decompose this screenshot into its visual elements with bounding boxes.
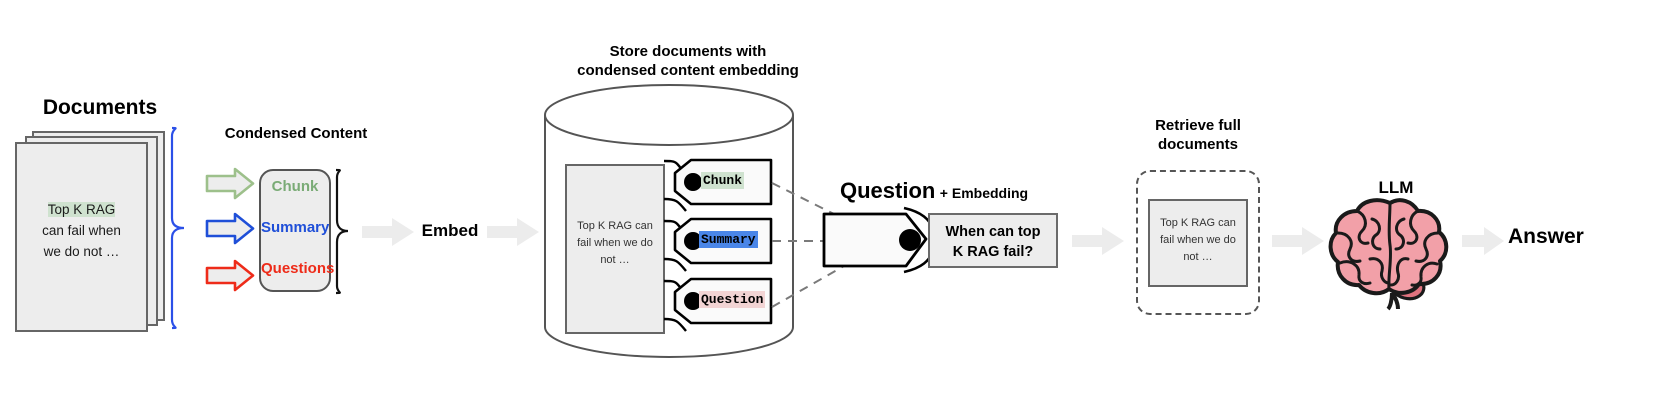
db-tag-summary-text: Summary xyxy=(699,231,758,248)
db-tag-question-text: Question xyxy=(699,291,766,308)
condensed-item-chunk: Chunk xyxy=(271,178,319,195)
question-heading-bold: Question xyxy=(840,178,936,203)
document-highlight: Top K RAG xyxy=(47,202,116,217)
question-heading-rest: + Embedding xyxy=(939,185,1029,201)
condensed-content-title: Condensed Content xyxy=(224,125,368,142)
chunk-arrow xyxy=(205,167,255,200)
question-box: When can top K RAG fail? xyxy=(928,213,1058,268)
db-tag-summary-label: Summary xyxy=(699,231,758,248)
question-embedding-heading: Question + Embedding xyxy=(840,178,1050,204)
arrow-to-answer xyxy=(1462,227,1504,255)
retrieve-dashed-container xyxy=(1136,170,1260,315)
condensed-item-questions: Questions xyxy=(261,260,335,277)
retrieve-title-line-1: Retrieve full xyxy=(1155,117,1241,134)
question-box-line-2: K RAG fail? xyxy=(952,244,1034,260)
retrieved-document-line-1: Top K RAG can xyxy=(1160,217,1236,229)
questions-arrow xyxy=(205,259,255,292)
documents-brace xyxy=(170,126,185,330)
retrieved-document-line-2: fail when we do xyxy=(1160,234,1236,246)
embed-label: Embed xyxy=(421,221,479,240)
document-line-2: can fail when xyxy=(42,223,121,238)
question-embedding-tag xyxy=(822,212,928,268)
retrieve-documents-title: Retrieve full documents xyxy=(1118,116,1278,154)
store-title-line-1: Store documents with xyxy=(609,43,767,60)
arrow-to-embed xyxy=(362,218,414,246)
document-highlight-line: Top K RAG xyxy=(17,199,146,220)
db-document-line-2: fail when we do xyxy=(577,237,653,249)
db-tag-chunk-text: Chunk xyxy=(701,172,745,189)
db-tag-chunk-label: Chunk xyxy=(701,172,745,189)
question-box-line-1: When can top xyxy=(945,224,1041,240)
arrow-to-retrieve xyxy=(1072,227,1124,255)
document-line-3: we do not … xyxy=(43,244,120,259)
llm-title: LLM xyxy=(1378,178,1414,197)
store-documents-title: Store documents with condensed content e… xyxy=(560,42,816,80)
store-title-line-2: condensed content embedding xyxy=(577,62,799,79)
retrieve-title-line-2: documents xyxy=(1157,136,1238,153)
db-document: Top K RAG can fail when we do not … xyxy=(565,164,665,334)
arrow-embed-to-db xyxy=(487,218,539,246)
db-tag-question-label: Question xyxy=(699,291,766,308)
document-sheet-front: Top K RAG can fail when we do not … xyxy=(15,142,148,332)
condensed-item-summary: Summary xyxy=(261,219,330,236)
condensed-content-brace xyxy=(335,168,349,295)
answer-label: Answer xyxy=(1508,225,1584,248)
brain-icon xyxy=(1328,198,1449,311)
summary-arrow xyxy=(205,212,255,245)
documents-title: Documents xyxy=(42,96,158,119)
db-document-line-3: not … xyxy=(600,254,630,266)
retrieved-document-line-3: not … xyxy=(1183,251,1213,263)
db-document-line-1: Top K RAG can xyxy=(577,220,653,232)
arrow-to-llm xyxy=(1272,227,1324,255)
retrieved-document: Top K RAG can fail when we do not … xyxy=(1148,199,1248,287)
db-tag-connectors xyxy=(663,159,687,332)
condensed-content-box: Chunk Summary Questions xyxy=(259,169,335,292)
